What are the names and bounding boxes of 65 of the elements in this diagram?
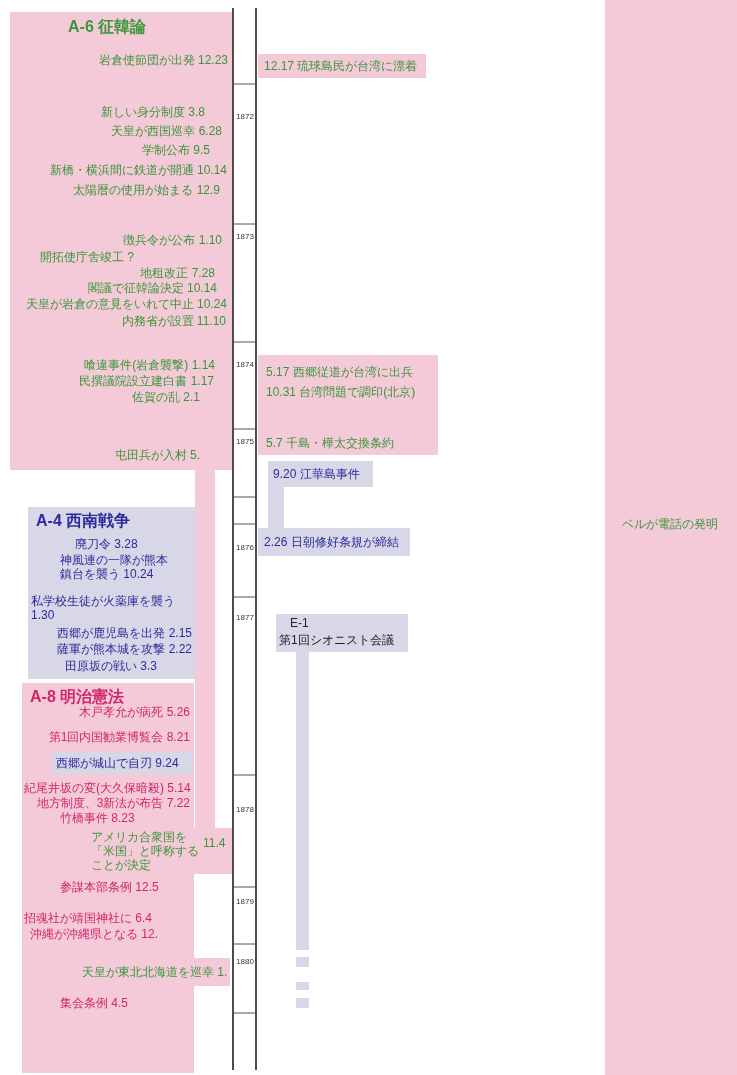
event-text: 喰違事件(岩倉襲撃) 1.14 xyxy=(83,358,215,372)
event-text: 第1回シオニスト会議 xyxy=(279,633,395,647)
event-text: 閣議で征韓論決定 10.14 xyxy=(86,281,217,295)
event-text: 天皇が西国巡幸 6.28 xyxy=(110,124,222,138)
event-text: 集会条例 4.5 xyxy=(60,996,129,1010)
event-band xyxy=(268,461,373,487)
event-text: 太陽暦の使用が始まる 12.9 xyxy=(72,183,220,197)
era-panel xyxy=(10,12,232,470)
year-label: 1873 xyxy=(235,232,255,242)
event-text: 徴兵令が公布 1.10 xyxy=(122,233,222,247)
era-panel xyxy=(28,507,195,679)
connector-bar xyxy=(296,652,309,1008)
event-text: 5.7 千島・樺太交換条約 xyxy=(266,436,395,450)
event-text: 天皇が東北北海道を巡幸 1. xyxy=(82,965,228,979)
event-text: ベルが電話の発明 xyxy=(622,517,719,531)
event-text: 私学校生徒が火薬庫を襲う 1.30 xyxy=(31,594,176,622)
event-text: 岩倉使節団が出発 12.23 xyxy=(97,53,228,67)
event-text: アメリカ合衆国を「米国」と呼称することが決定 xyxy=(91,830,200,872)
event-text: E-1 xyxy=(290,616,310,630)
event-text: 内務省が設置 11.10 xyxy=(120,314,226,328)
event-text: 参謀本部条例 12.5 xyxy=(60,880,160,894)
event-band xyxy=(258,355,438,455)
event-text: 神風連の一隊が熊本鎮台を襲う 10.24 xyxy=(60,553,169,581)
event-text: 9.20 江華島事件 xyxy=(273,467,361,481)
year-label: 1875 xyxy=(235,437,255,447)
event-text: 新橋・横浜間に鉄道が開通 10.14 xyxy=(48,163,227,177)
year-label: 1879 xyxy=(235,897,255,907)
event-text: 沖縄が沖縄県となる 12. xyxy=(30,927,159,941)
section-heading: A-4 西南戦争 xyxy=(36,511,132,531)
event-text: 地租改正 7.28 xyxy=(139,266,215,280)
year-label: 1878 xyxy=(235,805,255,815)
event-text: 2.26 日朝修好条規が締結 xyxy=(264,535,400,549)
year-label: 1876 xyxy=(235,543,255,553)
event-text: 10.31 台湾問題で調印(北京) xyxy=(266,385,417,399)
event-text: 紀尾井坂の変(大久保暗殺) 5.14 xyxy=(24,781,192,795)
event-text: 木戸孝允が病死 5.26 xyxy=(78,705,190,719)
event-text: 廃刀令 3.28 xyxy=(75,537,139,551)
event-text: 第1回内国勧業博覧会 8.21 xyxy=(47,730,190,744)
year-label: 1880 xyxy=(235,957,255,967)
event-text: 西郷が城山で自刃 9.24 xyxy=(56,756,180,770)
event-text: 西郷が鹿児島を出発 2.15 xyxy=(56,626,192,640)
event-text: 竹橋事件 8.23 xyxy=(60,811,136,825)
year-label: 1877 xyxy=(235,613,255,623)
event-text: 新しい身分制度 3.8 xyxy=(100,105,205,119)
event-text: 天皇が岩倉の意見をいれて中止 10.24 xyxy=(24,297,227,311)
era-panel xyxy=(605,0,737,1075)
era-panel xyxy=(276,614,408,652)
event-text: 佐賀の乱 2.1 xyxy=(131,390,200,404)
event-text: 5.17 西郷従道が台湾に出兵 xyxy=(266,365,414,379)
event-text: 12.17 琉球島民が台湾に漂着 xyxy=(264,59,419,73)
event-band xyxy=(258,528,410,556)
event-text: 地方制度、3新法が布告 7.22 xyxy=(35,796,190,810)
section-heading: A-8 明治憲法 xyxy=(30,687,126,706)
year-label: 1874 xyxy=(235,360,255,370)
event-text: 招魂社が靖国神社に 6.4 xyxy=(24,911,153,925)
event-text: 薩軍が熊本城を攻撃 2.22 xyxy=(56,642,192,656)
event-text: 民撰議院設立建白書 1.17 xyxy=(78,374,214,388)
event-text: 学制公布 9.5 xyxy=(141,143,210,157)
event-text: 開拓使庁舎竣工 ? xyxy=(40,250,135,264)
year-label: 1872 xyxy=(235,112,255,122)
event-text: 屯田兵が入村 5. xyxy=(113,448,200,462)
event-band xyxy=(258,54,426,78)
event-text: 田原坂の戦い 3.3 xyxy=(65,659,158,673)
event-text: 11.4 xyxy=(203,836,227,850)
section-heading: A-6 征韓論 xyxy=(68,17,148,37)
